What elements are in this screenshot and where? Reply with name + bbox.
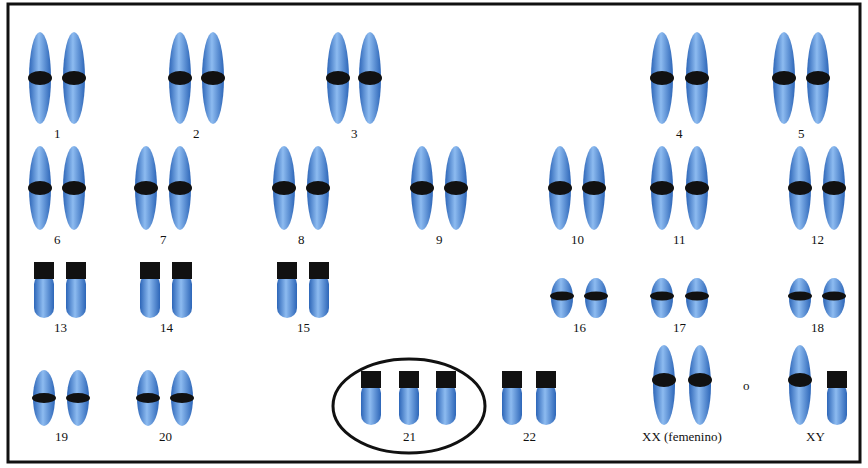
chromosome-label: 15 (297, 320, 310, 335)
chromosome-label: XX (femenino) (642, 429, 722, 444)
chromosome-label: 4 (676, 126, 683, 141)
chromosome-label: 20 (159, 429, 172, 444)
chromosome-label: 5 (798, 126, 805, 141)
chromosome-label: 19 (55, 429, 68, 444)
chromosome-label: 17 (673, 320, 686, 335)
chromosome-label: o (743, 378, 750, 393)
chromosome-label: 22 (523, 429, 536, 444)
chromosome-label: 16 (573, 320, 586, 335)
chromosome-label: 3 (351, 126, 358, 141)
chromosome-label: 1 (54, 126, 61, 141)
chromosome-label: 7 (160, 232, 167, 247)
chromosome-label: 6 (54, 232, 61, 247)
chromosome-label: 14 (160, 320, 173, 335)
chromosome-number: 21 (403, 429, 416, 444)
chromosome-label: 8 (298, 232, 305, 247)
chromosome-label: 10 (571, 232, 584, 247)
chromosome-label: 18 (811, 320, 824, 335)
chromosome-label: 11 (673, 232, 686, 247)
chromosome-label: XY (806, 429, 825, 444)
highlight-ellipse: 21 (331, 357, 487, 455)
chromosome-label: 9 (436, 232, 443, 247)
chromosome-label: 13 (54, 320, 67, 335)
chromosome-label: 2 (193, 126, 200, 141)
chromosome-label: 12 (811, 232, 824, 247)
